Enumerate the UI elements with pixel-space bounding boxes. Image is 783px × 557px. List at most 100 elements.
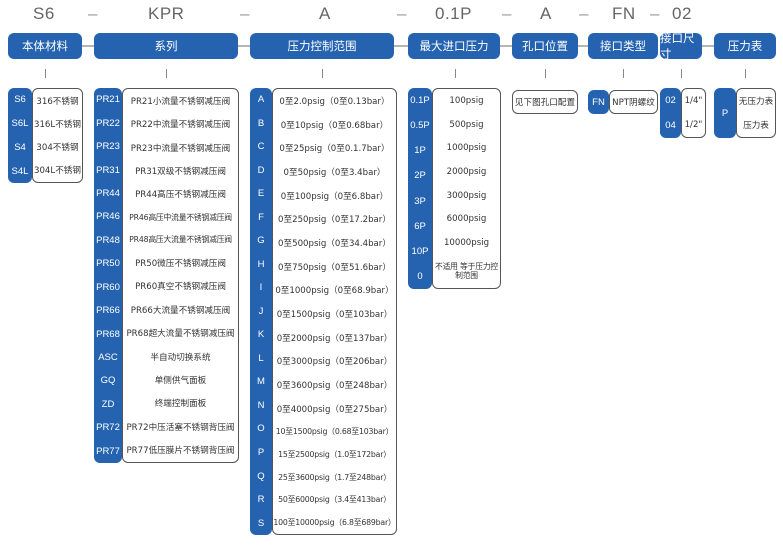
pressure-desc: 0至2000psig（0至137bar）: [276, 333, 393, 344]
code-series: KPR: [148, 4, 185, 23]
pressure-code: L: [258, 352, 264, 364]
pressure-desc: 0至25psig（0至0.1.7bar）: [279, 144, 390, 155]
connector-tick: [623, 69, 624, 78]
header-separator: [500, 45, 512, 47]
inlet-desc: 2000psig: [446, 166, 487, 177]
connector-tick: [455, 69, 456, 78]
series-code: PR50: [96, 258, 120, 270]
inlet-code: 0.5P: [410, 120, 430, 132]
port-size-codes: 02 04: [660, 88, 681, 138]
port-type-codes: FN: [588, 90, 609, 114]
inlet-desc: 不适用 等于压力控制范围: [434, 261, 499, 281]
series-desc: PR21小流量不锈钢减压阀: [130, 96, 231, 107]
pressure-desc: 0至1000psig（0至68.9bar）: [275, 286, 394, 297]
pressure-descriptions: 0至2.0psig（0至0.13bar） 0至10psig（0至0.68bar）…: [272, 88, 397, 535]
pressure-code: K: [257, 329, 265, 341]
pressure-code: I: [259, 282, 263, 294]
series-code: PR22: [96, 117, 120, 129]
port-position-box: 见下图孔口配置: [512, 90, 578, 114]
code-port-position: A: [540, 4, 552, 23]
series-desc: PR31双级不锈钢减压阀: [135, 167, 226, 178]
inlet-codes: 0.1P 0.5P 1P 2P 3P 6P 10P 0: [408, 88, 432, 289]
pressure-code: R: [257, 494, 265, 506]
series-code: PR46: [96, 211, 120, 223]
inlet-desc: 100psig: [449, 95, 484, 106]
inlet-code: 3P: [414, 195, 426, 207]
inlet-desc: 6000psig: [446, 214, 487, 225]
pressure-code: O: [257, 423, 265, 435]
header-separator: [82, 45, 94, 47]
series-code: GQ: [100, 375, 116, 387]
series-code: PR44: [96, 187, 120, 199]
connector-tick: [45, 69, 46, 78]
series-codes: PR21 PR22 PR23 PR31 PR44 PR46 PR48 PR50 …: [94, 88, 122, 463]
connector-tick: [745, 69, 746, 78]
series-code: PR60: [96, 281, 120, 293]
pressure-code: G: [257, 235, 265, 247]
pressure-desc: 0至2.0psig（0至0.13bar）: [279, 96, 390, 107]
port-size-desc: 1/4": [684, 96, 703, 106]
series-desc: 终端控制面板: [154, 399, 207, 410]
series-code: PR21: [96, 94, 120, 106]
port-type-box: NPT阴螺纹: [609, 90, 658, 114]
series-desc: PR77低压膜片不锈钢背压阀: [126, 446, 235, 457]
material-desc: 304不锈钢: [36, 143, 79, 154]
pressure-desc: 0至3600psig（0至248bar）: [276, 380, 393, 391]
series-code: PR23: [96, 141, 120, 153]
pressure-code: B: [257, 117, 265, 129]
series-desc: 单侧供气面板: [154, 375, 207, 386]
header-pressure-range: 压力控制范围: [250, 33, 394, 59]
port-size-code: 02: [665, 95, 676, 106]
pressure-codes: A B C D E F G H I J K L M N O P Q R S: [250, 88, 272, 535]
pressure-desc: 0至1500psig（0至103bar）: [276, 309, 393, 320]
series-desc: PR66大流量不锈钢减压阀: [130, 305, 231, 316]
series-desc: PR44高压不锈钢减压阀: [135, 190, 226, 201]
port-position-desc: 见下图孔口配置: [514, 98, 576, 108]
series-code: PR31: [96, 164, 120, 176]
pressure-code: S: [257, 517, 265, 529]
code-port-size: 02: [672, 4, 692, 23]
material-code: S6L: [11, 118, 29, 130]
inlet-code: 10P: [411, 245, 429, 257]
port-type-code: FN: [592, 96, 605, 108]
port-size-desc: 1/2": [684, 120, 703, 130]
port-size-code: 04: [665, 120, 676, 131]
series-desc: PR46高压中流量不锈钢减压阀: [129, 212, 232, 222]
pressure-desc: 0至250psig（0至17.2bar）: [278, 215, 391, 226]
header-separator: [238, 45, 250, 47]
material-code: S4: [14, 141, 26, 153]
pressure-code: C: [257, 141, 265, 153]
series-desc: PR22中流量不锈钢减压阀: [130, 120, 231, 131]
code-pressure: A: [319, 4, 331, 23]
pressure-desc: 50至6000psig（3.4至413bar）: [278, 495, 391, 505]
inlet-code: 0: [417, 270, 423, 282]
inlet-code: 1P: [414, 145, 426, 157]
material-desc: 304L不锈钢: [34, 166, 81, 177]
header-material: 本体材料: [8, 33, 82, 59]
header-separator: [702, 45, 714, 47]
gauge-code: P: [721, 107, 729, 119]
series-desc: PR48高压大流量不锈钢减压阀: [129, 235, 232, 245]
material-code: S4L: [11, 165, 29, 177]
port-type-desc: NPT阴螺纹: [612, 98, 655, 108]
pressure-code: Q: [257, 470, 265, 482]
header-port-size: 接口尺寸: [660, 31, 702, 61]
pressure-code: J: [258, 305, 264, 317]
series-code: PR77: [96, 445, 120, 457]
series-code: PR48: [96, 234, 120, 246]
series-desc: PR72中压活塞不锈钢背压阀: [126, 422, 235, 433]
inlet-code: 6P: [414, 220, 426, 232]
pressure-desc: 0至10psig（0至0.68bar）: [280, 120, 389, 131]
pressure-code: E: [257, 188, 265, 200]
material-desc: 316不锈钢: [36, 96, 79, 107]
material-codes: S6 S6L S4 S4L: [8, 88, 32, 183]
pressure-desc: 0至500psig（0至34.4bar）: [278, 238, 391, 249]
pressure-code: N: [257, 399, 265, 411]
inlet-code: 0.1P: [410, 95, 430, 107]
code-dash: –: [650, 4, 660, 23]
header-separator: [394, 45, 408, 47]
pressure-desc: 0至4000psig（0至275bar）: [276, 404, 393, 415]
series-desc: PR23中流量不锈钢减压阀: [130, 143, 231, 154]
series-desc: PR68超大流量不锈钢减压阀: [126, 329, 235, 340]
series-code: PR66: [96, 305, 120, 317]
